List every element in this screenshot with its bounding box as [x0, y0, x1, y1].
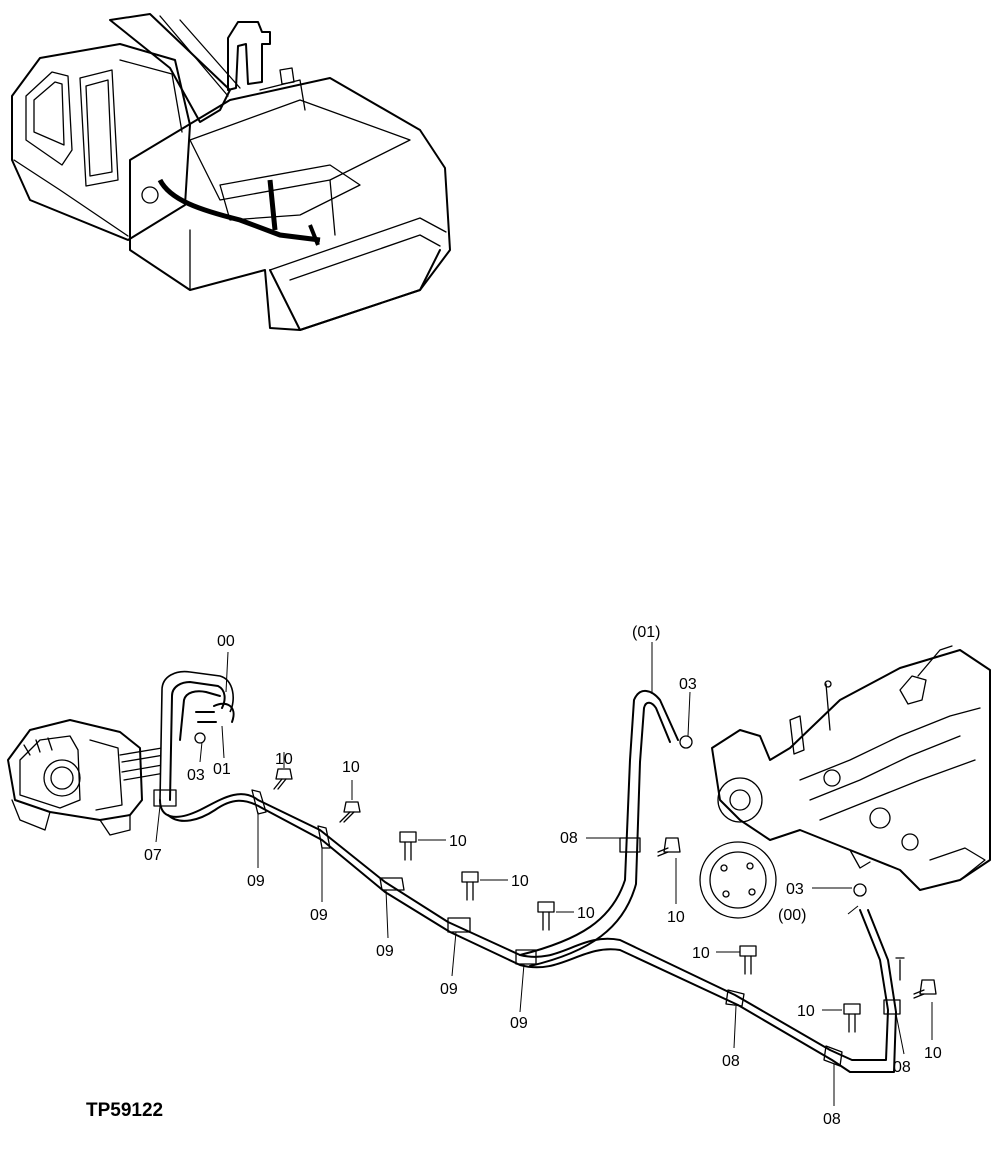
callout-10-e: 10 — [577, 905, 595, 922]
callout-08-c: 08 — [823, 1111, 841, 1128]
callout-10-h: 10 — [797, 1003, 815, 1020]
callout-09-a: 09 — [247, 873, 265, 890]
callout-10-g: 10 — [692, 945, 710, 962]
callout-03-top: 03 — [679, 676, 697, 693]
callout-01-ref: (01) — [632, 624, 660, 641]
callout-labels: 00 (01) 03 03 01 07 10 10 10 10 10 10 10… — [144, 624, 942, 1128]
engine — [699, 645, 991, 981]
callout-03-left: 03 — [187, 767, 205, 784]
callout-08-a: 08 — [560, 830, 578, 847]
callout-09-b: 09 — [310, 907, 328, 924]
callout-10-a: 10 — [275, 751, 293, 768]
bolts — [273, 735, 937, 1033]
heater-hoses — [159, 670, 897, 1073]
callout-10-f: 10 — [667, 909, 685, 926]
callout-10-d: 10 — [511, 873, 529, 890]
excavator-overview — [11, 13, 451, 331]
callout-09-c: 09 — [376, 943, 394, 960]
callout-10-c: 10 — [449, 833, 467, 850]
callout-08-d: 08 — [893, 1059, 911, 1076]
callout-10-b: 10 — [342, 759, 360, 776]
callout-07: 07 — [144, 847, 162, 864]
callout-00-ref: (00) — [778, 907, 806, 924]
leader-lines — [155, 642, 933, 1106]
hose-clips — [153, 789, 901, 1067]
callout-08-b: 08 — [722, 1053, 740, 1070]
figure-id: TP59122 — [86, 1100, 163, 1121]
callout-10-i: 10 — [924, 1045, 942, 1062]
callout-03-right: 03 — [786, 881, 804, 898]
heater-unit — [7, 719, 183, 836]
callout-09-e: 09 — [510, 1015, 528, 1032]
callout-09-d: 09 — [440, 981, 458, 998]
callout-01: 01 — [213, 761, 231, 778]
callout-00: 00 — [217, 633, 235, 650]
